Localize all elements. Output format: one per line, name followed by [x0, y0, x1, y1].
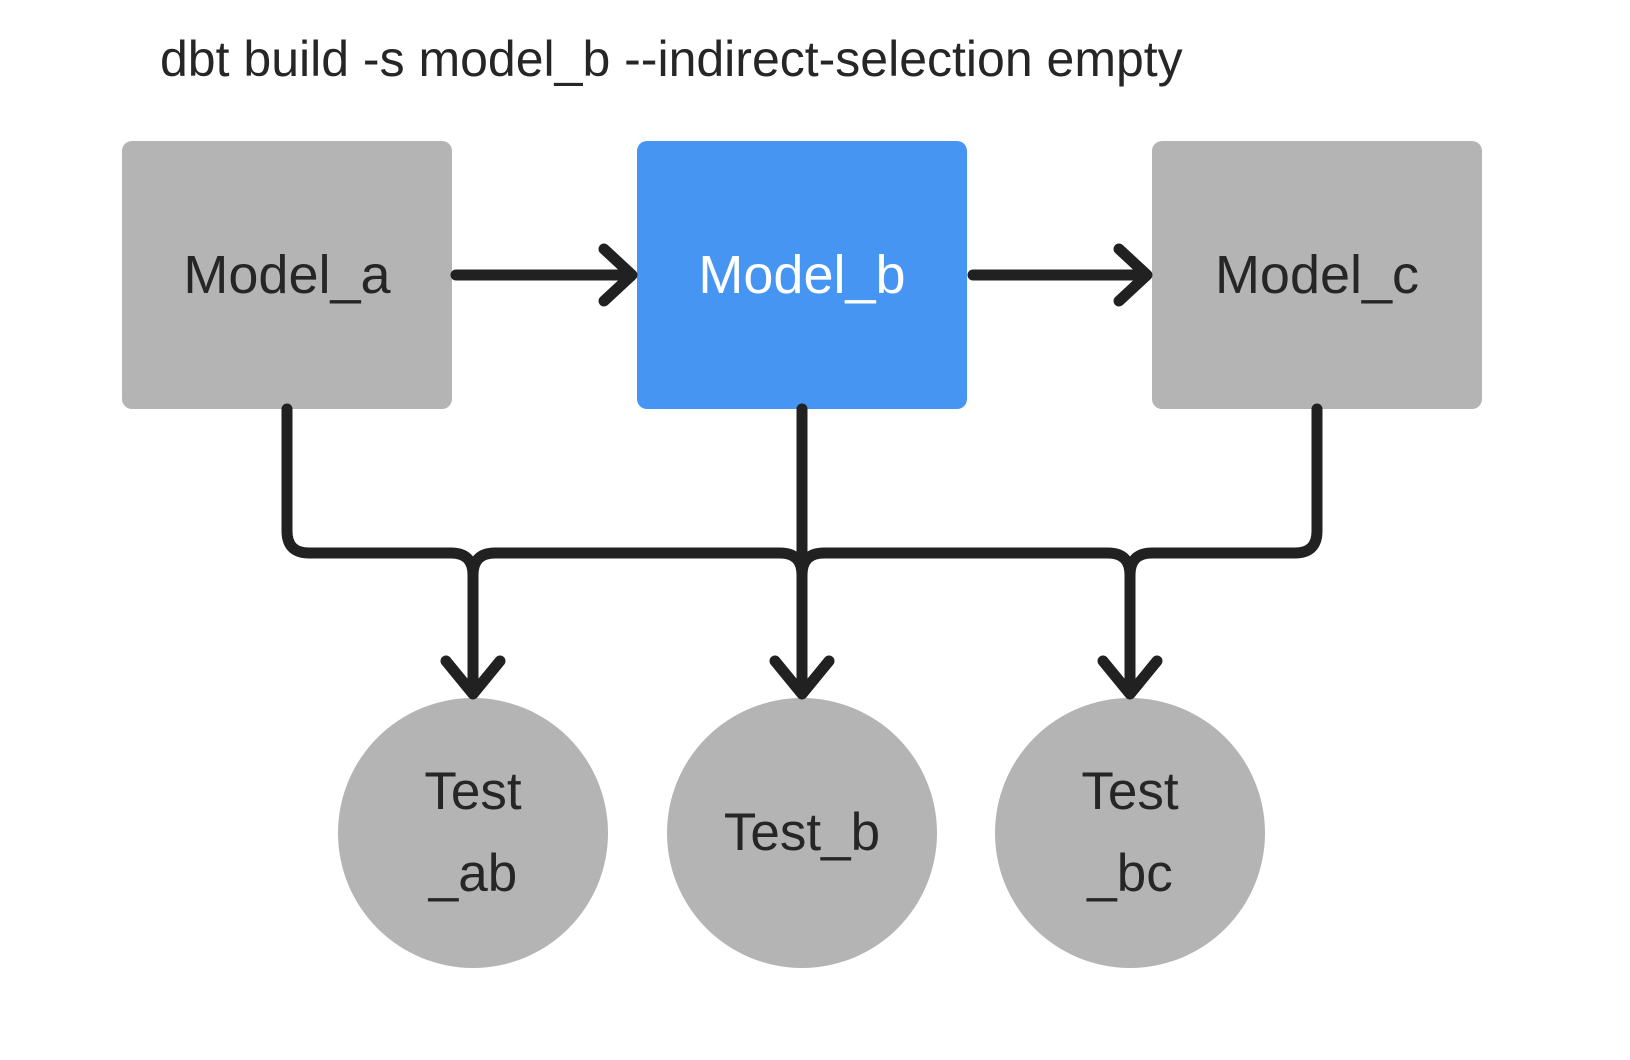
- node-model-c-label: Model_c: [1214, 245, 1420, 305]
- node-model-c: Model_c: [1152, 141, 1482, 409]
- arrow-down-icon: [1097, 655, 1163, 700]
- node-test-bc-label-line1: Test: [1081, 761, 1179, 821]
- diagram-title: dbt build -s model_b --indirect-selectio…: [160, 31, 1183, 87]
- node-model-b: Model_b: [637, 141, 967, 409]
- tests-bus-left-segment: [467, 547, 808, 581]
- node-model-b-label: Model_b: [698, 245, 906, 305]
- node-test-bc-label-line2: _bc: [1087, 844, 1173, 903]
- node-test-ab-label-line2: _ab: [428, 844, 518, 903]
- node-test-ab-label-line1: Test: [424, 761, 522, 821]
- edge-model-a-drop: [281, 403, 479, 698]
- arrow-right-icon: [1113, 243, 1153, 307]
- node-test-b-label-line1: Test_b: [723, 802, 881, 862]
- edge-model-b-to-model-c: [967, 243, 1153, 307]
- node-test-b: Test_b: [667, 698, 937, 968]
- node-model-a-label: Model_a: [183, 245, 391, 305]
- arrow-right-icon: [598, 243, 638, 307]
- node-model-a: Model_a: [122, 141, 452, 409]
- edge-model-c-drop: [1124, 403, 1323, 581]
- tests-bus-right-segment: [796, 547, 1136, 581]
- node-test-bc: Test _bc: [995, 698, 1265, 968]
- edge-model-a-to-model-b: [450, 243, 638, 307]
- edges-models-to-tests: [281, 403, 1323, 700]
- node-test-ab: Test _ab: [338, 698, 608, 968]
- arrow-down-icon: [769, 655, 835, 700]
- arrow-down-icon: [440, 655, 506, 700]
